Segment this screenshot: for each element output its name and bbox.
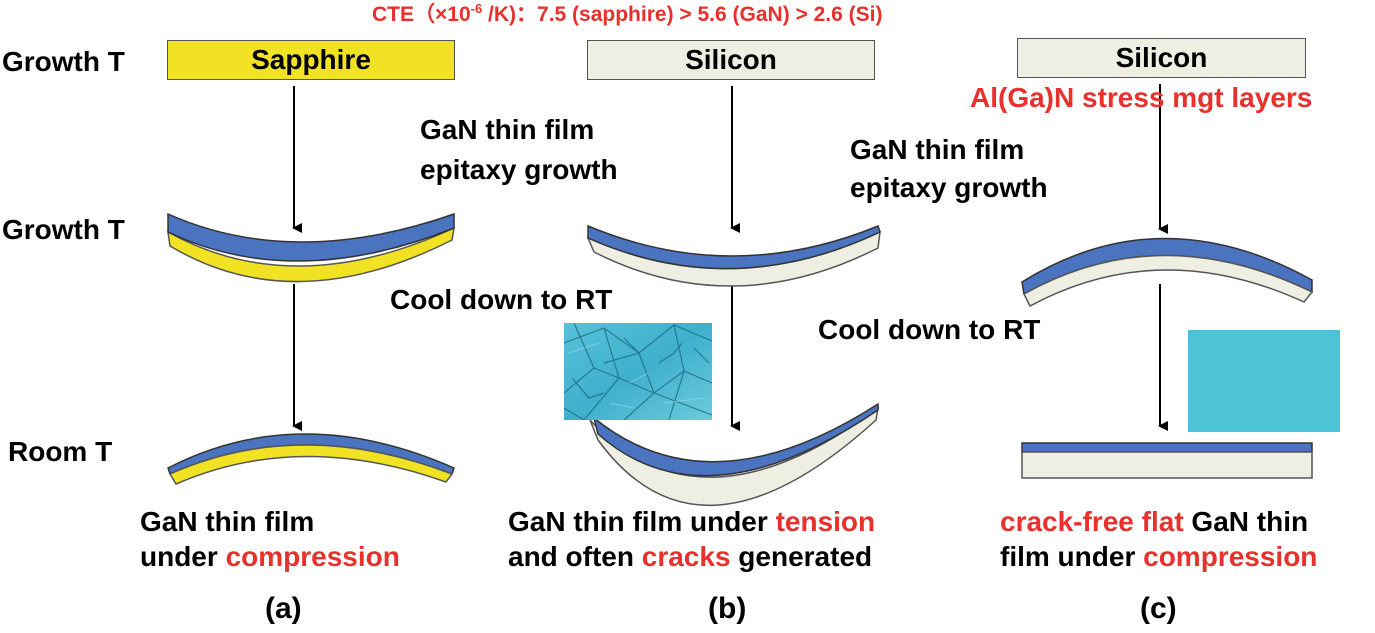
caption-a-compression: compression — [225, 541, 400, 572]
sapphire-label: Sapphire — [251, 44, 371, 75]
cte-header: CTE（×10-6 /K)：7.5 (sapphire) > 5.6 (GaN)… — [372, 1, 883, 27]
caption-c-line1: crack-free flat GaN thin — [1000, 506, 1308, 538]
wafer-a-growth-sapphire — [167, 226, 455, 283]
cracked-gan-micrograph — [564, 323, 712, 420]
cte-exponent: -6 — [470, 1, 483, 16]
caption-b-line1: GaN thin film under tension — [508, 506, 875, 538]
caption-a-line1: GaN thin film — [140, 506, 315, 537]
caption-c-crack-free: crack-free flat — [1000, 506, 1184, 537]
panel-label-b: (b) — [708, 592, 747, 625]
panel-label-a: (a) — [265, 592, 302, 625]
cool-label-c: Cool down to RT — [818, 314, 1041, 345]
caption-b-line2-prefix: and often — [508, 541, 642, 572]
row-label-room-t: Room T — [8, 436, 113, 467]
silicon-label-c: Silicon — [1115, 42, 1208, 73]
wafer-a-growth-gan — [167, 212, 455, 262]
crack-free-gan-micrograph — [1188, 330, 1340, 432]
cte-prefix: CTE（×10 — [372, 3, 471, 26]
growth-label-c-line2: epitaxy growth — [850, 172, 1048, 203]
caption-c-line2: film under compression — [1000, 541, 1317, 573]
wafer-c-growth-silicon — [1023, 254, 1314, 308]
silicon-substrate-box-c: Silicon — [1017, 38, 1306, 78]
silicon-substrate-box-b: Silicon — [587, 40, 875, 80]
panel-label-c: (c) — [1140, 592, 1177, 625]
row-label-growth-t-middle: Growth T — [2, 214, 125, 245]
sapphire-substrate-box: Sapphire — [167, 40, 455, 80]
silicon-label-b: Silicon — [685, 44, 777, 75]
cte-rest: /K)：7.5 (sapphire) > 5.6 (GaN) > 2.6 (Si… — [482, 3, 883, 26]
wafer-b-room-gan — [592, 402, 879, 477]
caption-c-compression: compression — [1143, 541, 1318, 572]
caption-c-line2-prefix: film under — [1000, 541, 1144, 572]
caption-a-line2: under compression — [140, 541, 400, 573]
growth-label-c-line1: GaN thin film — [850, 134, 1025, 165]
caption-b-line1-prefix: GaN thin film under — [508, 506, 776, 537]
growth-label-b-line2: epitaxy growth — [420, 154, 618, 185]
wafer-c-room-silicon — [1021, 451, 1313, 479]
wafer-a-room-sapphire — [168, 444, 454, 485]
row-label-growth-t-top: Growth T — [2, 46, 125, 77]
stress-layers-label: Al(Ga)N stress mgt layers — [970, 82, 1313, 113]
caption-c-line1-suffix: GaN thin — [1183, 506, 1309, 537]
caption-b-cracks: cracks — [641, 541, 731, 572]
growth-label-b-line1: GaN thin film — [420, 114, 595, 145]
caption-b-line2-suffix: generated — [730, 541, 873, 572]
wafer-b-growth-gan — [587, 224, 881, 270]
cool-label-b: Cool down to RT — [390, 284, 613, 315]
caption-b-line2: and often cracks generated — [508, 541, 872, 573]
caption-a-line2-prefix: under — [140, 541, 226, 572]
wafer-c-room-gan — [1021, 442, 1313, 453]
caption-b-tension: tension — [775, 506, 876, 537]
